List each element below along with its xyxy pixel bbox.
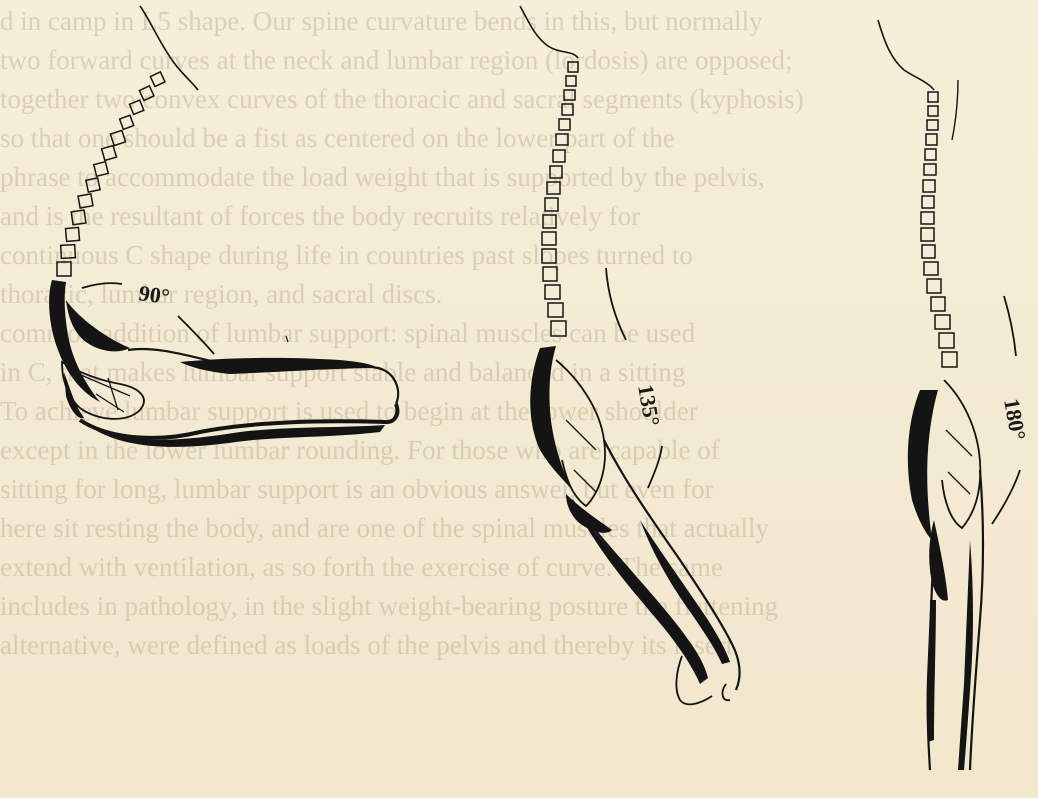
neck-front-line bbox=[952, 80, 958, 140]
pelvis-inner-lines bbox=[566, 420, 596, 492]
thigh-quadriceps-mass bbox=[180, 358, 378, 374]
angle-label-90: 90° bbox=[137, 280, 171, 309]
posture-figure-135: 135° bbox=[520, 6, 739, 704]
angle-arm-lower bbox=[178, 316, 214, 354]
angle-label-135: 135° bbox=[633, 383, 665, 429]
back-muscle-mass bbox=[908, 390, 938, 540]
vertebral-column bbox=[921, 92, 957, 367]
head-outline-line bbox=[520, 6, 578, 58]
small-mark bbox=[286, 336, 288, 342]
head-outline-line bbox=[140, 6, 198, 90]
pelvis-inner-lines bbox=[946, 430, 972, 494]
angle-label-180: 180° bbox=[999, 397, 1031, 443]
head-outline-line bbox=[878, 20, 934, 90]
pelvis-outline bbox=[942, 380, 980, 528]
angle-arm-upper bbox=[1004, 296, 1016, 356]
vertebral-column bbox=[542, 62, 578, 336]
angle-arm-upper bbox=[606, 268, 626, 340]
gluteal-muscle-mass bbox=[66, 300, 130, 351]
thigh-hamstring-mass bbox=[928, 600, 936, 742]
vertebral-column bbox=[57, 72, 165, 276]
posture-figure-90: 90° bbox=[49, 6, 398, 447]
thigh-upper-outline bbox=[128, 349, 398, 404]
angle-arm-lower bbox=[648, 446, 662, 488]
pelvis-outline bbox=[556, 360, 605, 506]
angle-arm-lower bbox=[992, 470, 1020, 524]
posture-figure-180: 180° bbox=[878, 20, 1031, 770]
angle-arm-upper bbox=[82, 283, 122, 288]
